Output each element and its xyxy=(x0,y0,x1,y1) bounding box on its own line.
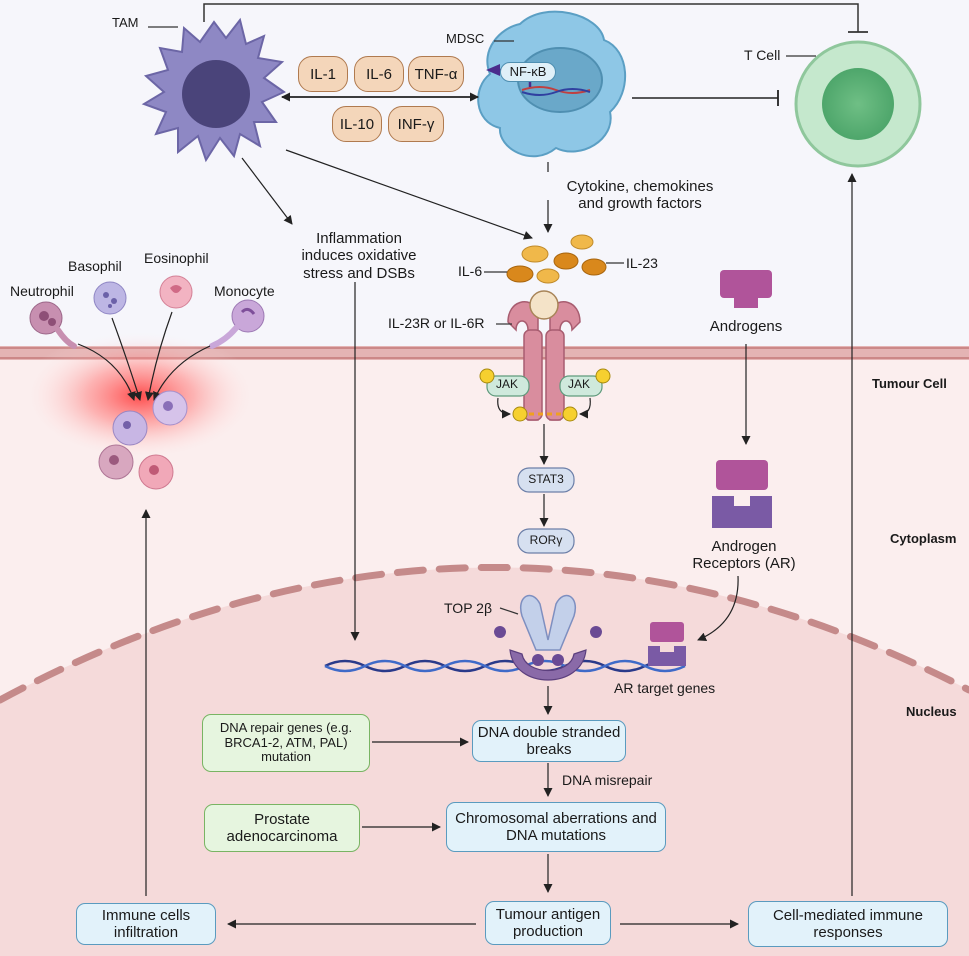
receptor-label: IL-23R or IL-6R xyxy=(388,315,485,331)
cell-mediated-immune-responses-box: Cell-mediated immune responses xyxy=(748,901,948,947)
rory-label: RORγ xyxy=(529,533,563,547)
dna-strand-icon xyxy=(324,659,686,673)
cytokine-il6: IL-6 xyxy=(354,56,404,92)
cell-membrane xyxy=(0,346,969,360)
tumour-antigen-production-box: Tumour antigen production xyxy=(485,901,611,945)
ar-label: Androgen Receptors (AR) xyxy=(692,538,796,573)
cytoplasm-region-label: Cytoplasm xyxy=(890,531,957,546)
il6-label: IL-6 xyxy=(458,263,483,279)
prostate-adenocarcinoma-box: Prostate adenocarcinoma xyxy=(204,804,360,852)
ar-bound-dna-icon xyxy=(648,622,686,666)
t-cell-label: T Cell xyxy=(744,47,781,63)
immune-cells-infiltration-box: Immune cells infiltration xyxy=(76,903,216,945)
jak-right-label: JAK xyxy=(568,377,591,391)
androgen-receptor-icon xyxy=(712,460,772,528)
neutrophil-label: Neutrophil xyxy=(10,283,74,299)
monocyte-label: Monocyte xyxy=(214,283,275,299)
nuclear-envelope xyxy=(0,563,969,704)
il23-label: IL-23 xyxy=(626,255,658,271)
basophil-icon xyxy=(93,281,127,315)
jak-left-label: JAK xyxy=(496,377,519,391)
cytokine-il10: IL-10 xyxy=(332,106,382,142)
il23r-il6r-receptor-icon xyxy=(507,290,581,421)
cytokine-particles xyxy=(506,234,607,284)
jak-right-icon xyxy=(559,368,611,397)
dna-double-stranded-breaks-box: DNA double stranded breaks xyxy=(472,720,626,762)
tam-cell-icon xyxy=(141,17,287,163)
basophil-label: Basophil xyxy=(68,258,122,274)
androgen-icon xyxy=(720,270,772,308)
dna-repair-genes-box: DNA repair genes (e.g. BRCA1-2, ATM, PAL… xyxy=(202,714,370,772)
stat3-label: STAT3 xyxy=(528,472,564,486)
cytokine-inf-gamma: INF-γ xyxy=(388,106,444,142)
cytokine-il1: IL-1 xyxy=(298,56,348,92)
stat3-shape xyxy=(517,467,575,493)
androgens-label: Androgens xyxy=(709,318,783,335)
mdsc-label: MDSC xyxy=(446,31,485,46)
tumour-cell-region-label: Tumour Cell xyxy=(872,376,947,391)
mdsc-cell-icon xyxy=(477,10,626,158)
tam-tcell-inhibition-line xyxy=(203,3,859,32)
cytokine-growth-label: Cytokine, chemokines and growth factors xyxy=(566,178,714,213)
ar-target-genes-label: AR target genes xyxy=(614,680,716,696)
recruited-immune-cells-icon xyxy=(98,390,188,490)
cytokine-tnf-alpha: TNF-α xyxy=(408,56,464,92)
neutrophil-icon xyxy=(29,301,77,349)
phospho-left-icon xyxy=(512,406,528,422)
phospho-right-icon xyxy=(562,406,578,422)
monocyte-icon xyxy=(209,299,265,349)
eosinophil-label: Eosinophil xyxy=(144,250,209,266)
inflammation-label: Inflammation induces oxidative stress an… xyxy=(301,230,417,282)
top2b-label: TOP 2β xyxy=(444,600,493,616)
tam-label: TAM xyxy=(112,15,139,30)
nf-kb-label: NF-κB xyxy=(500,62,556,82)
top2b-enzyme-icon xyxy=(494,594,602,681)
t-cell-icon xyxy=(794,40,922,168)
chromosomal-aberrations-box: Chromosomal aberrations and DNA mutation… xyxy=(446,802,666,852)
jak-left-icon xyxy=(479,368,530,397)
dna-misrepair-label: DNA misrepair xyxy=(562,772,653,788)
rory-shape xyxy=(517,528,575,554)
eosinophil-icon xyxy=(159,275,193,309)
nucleus-region-label: Nucleus xyxy=(906,704,957,719)
